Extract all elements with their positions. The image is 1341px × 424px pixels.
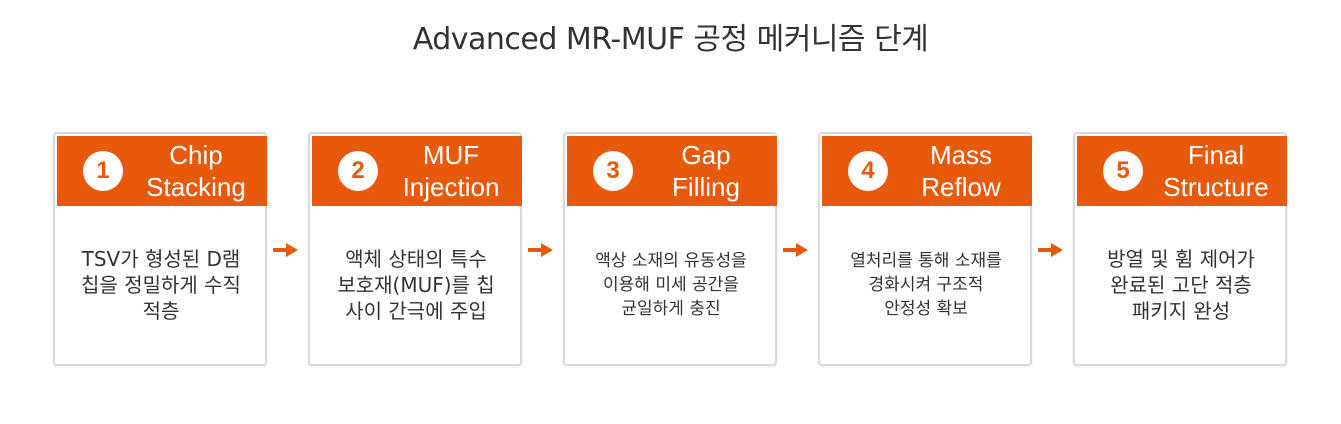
step-title-line: Structure [1163,172,1269,202]
step-title-line: Mass [929,140,993,170]
step-description-line: 액체 상태의 특수 [345,247,487,271]
step-description: 방열 및 휨 제어가 완료된 고단 적층 패키지 완성 [1083,206,1279,364]
step-title: Mass Reflow [896,139,1026,203]
step-description-line: 경화시켜 구조적 [868,275,984,295]
step-title-line: Chip [169,140,223,170]
step-description-line: 패키지 완성 [1131,299,1231,323]
step-header-2: 2 MUF Injection [312,136,522,206]
step-title: MUF Injection [386,139,516,203]
step-description-line: 균일하게 충진 [621,299,721,319]
step-description: 액상 소재의 유동성을 이용해 미세 공간을 균일하게 충진 [573,206,769,364]
step-description-line: TSV가 형성된 D램 [81,247,241,271]
diagram-title: Advanced MR-MUF 공정 메커니즘 단계 [412,22,929,57]
step-title-line: MUF [422,140,480,170]
step-title-line: Gap [681,140,731,170]
step-number-badge: 4 [848,151,888,191]
step-title-line: Reflow [921,172,1001,202]
step-title-line: Filling [672,172,740,202]
step-number-badge: 1 [83,151,123,191]
step-description: 액체 상태의 특수 보호재(MUF)를 칩 사이 간극에 주입 [318,206,514,364]
arrow-right-icon [1038,243,1063,257]
arrow-right-icon [273,243,298,257]
step-title: Final Structure [1151,139,1281,203]
step-card-3: 3 Gap Filling 액상 소재의 유동성을 이용해 미세 공간을 균일하… [563,132,777,366]
step-description: TSV가 형성된 D램 칩을 정밀하게 수직 적층 [63,206,259,364]
step-description-line: 액상 소재의 유동성을 [595,251,747,271]
step-description-line: 열처리를 통해 소재를 [850,251,1002,271]
step-description-line: 안정성 확보 [884,299,968,319]
step-header-3: 3 Gap Filling [567,136,777,206]
step-title: Chip Stacking [131,139,261,203]
arrow-right-icon [783,243,808,257]
step-card-2: 2 MUF Injection 액체 상태의 특수 보호재(MUF)를 칩 사이… [308,132,522,366]
step-description-line: 사이 간극에 주입 [345,299,487,323]
step-description: 열처리를 통해 소재를 경화시켜 구조적 안정성 확보 [828,206,1024,364]
step-description-line: 보호재(MUF)를 칩 [337,273,495,297]
step-title: Gap Filling [641,139,771,203]
step-card-4: 4 Mass Reflow 열처리를 통해 소재를 경화시켜 구조적 안정성 확… [818,132,1032,366]
step-title-line: Final [1187,140,1245,170]
step-title-line: Stacking [146,172,246,202]
step-number-badge: 2 [338,151,378,191]
step-number-badge: 5 [1103,151,1143,191]
step-description-line: 칩을 정밀하게 수직 [81,273,241,297]
step-header-5: 5 Final Structure [1077,136,1287,206]
step-card-1: 1 Chip Stacking TSV가 형성된 D램 칩을 정밀하게 수직 적… [53,132,267,366]
step-header-4: 4 Mass Reflow [822,136,1032,206]
step-header-1: 1 Chip Stacking [57,136,267,206]
step-card-5: 5 Final Structure 방열 및 휨 제어가 완료된 고단 적층 패… [1073,132,1287,366]
step-description-line: 적층 [142,299,180,323]
step-title-line: Injection [402,172,500,202]
step-description-line: 방열 및 휨 제어가 [1107,247,1255,271]
arrow-right-icon [528,243,553,257]
step-description-line: 이용해 미세 공간을 [603,275,739,295]
step-number-badge: 3 [593,151,633,191]
step-description-line: 완료된 고단 적층 [1110,273,1252,297]
